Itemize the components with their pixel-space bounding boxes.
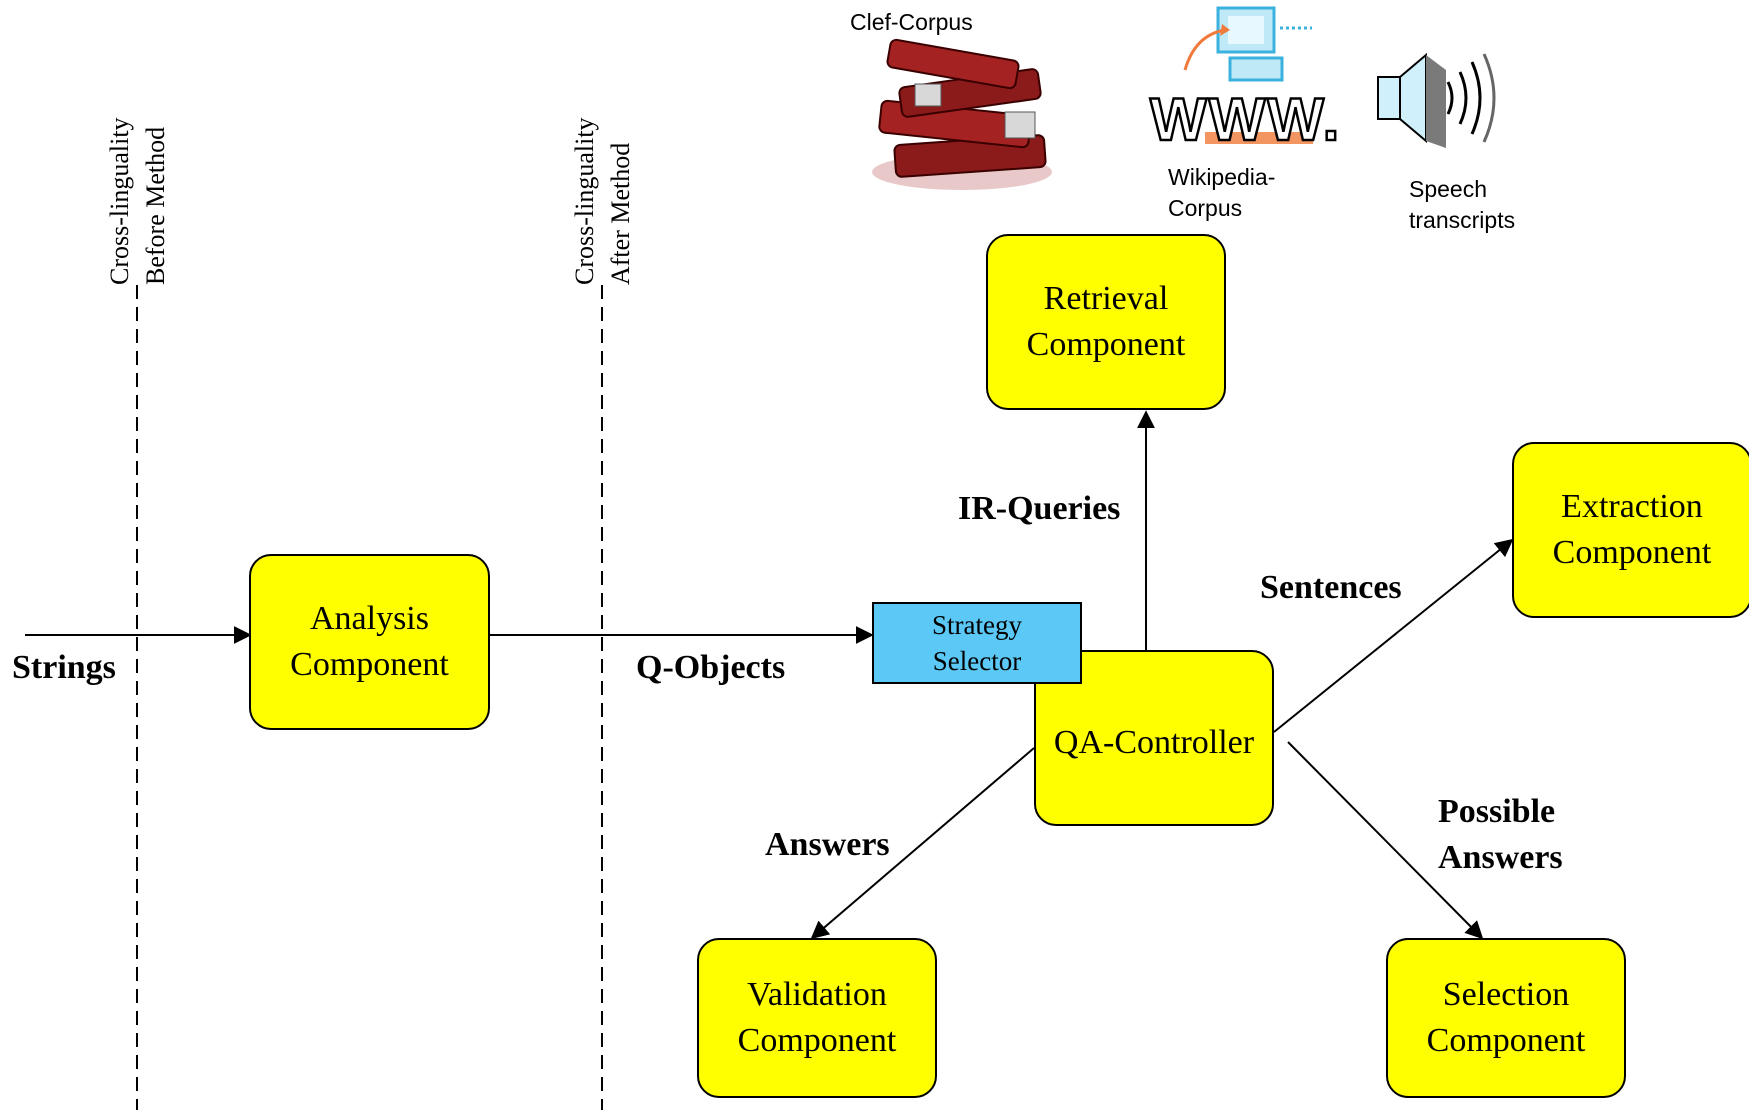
arrow-possible-answers <box>1287 741 1484 940</box>
possible-answers-line2: Answers <box>1438 839 1563 876</box>
clef-corpus-label: Clef-Corpus <box>850 9 973 35</box>
arrow-answers <box>810 747 1035 940</box>
edge-label-strings: Strings <box>12 649 116 686</box>
wikipedia-corpus-label: Wikipedia- Corpus <box>1168 162 1275 224</box>
selection-line1: Selection <box>1442 976 1570 1013</box>
qa-controller-label: QA-Controller <box>1053 724 1255 761</box>
validation-line1: Validation <box>747 976 887 1013</box>
selection-line2: Component <box>1426 1022 1586 1059</box>
edge-label-qobjects: Q-Objects <box>636 649 786 686</box>
extraction-line2: Component <box>1552 534 1712 571</box>
edge-label-sentences: Sentences <box>1260 569 1402 606</box>
retrieval-line2: Component <box>1026 326 1186 363</box>
speaker-icon <box>1377 52 1496 148</box>
speech-transcripts-line1: Speech <box>1409 176 1488 202</box>
validation-line2: Component <box>737 1022 897 1059</box>
strategy-line2: Selector <box>932 646 1022 676</box>
extraction-line1: Extraction <box>1561 488 1703 525</box>
analysis-line2: Component <box>290 646 449 683</box>
edge-label-possible-answers: Possible Answers <box>1438 789 1563 881</box>
boundary-before-line2: Before Method <box>141 126 170 285</box>
wikipedia-corpus-line1: Wikipedia- <box>1168 164 1276 190</box>
boundary-before-line1: Cross-linguality <box>105 117 134 285</box>
boundary-before-label: Cross-linguality Before Method <box>102 117 174 285</box>
speech-transcripts-line2: transcripts <box>1409 207 1516 233</box>
boundary-after-label: Cross-linguality After Method <box>567 117 639 285</box>
www-icon: WWW. <box>1149 6 1341 154</box>
boundary-after-line1: Cross-linguality <box>570 117 599 285</box>
svg-text:WWW.: WWW. <box>1150 86 1341 153</box>
book-stack-icon <box>872 38 1052 190</box>
wikipedia-corpus-line2: Corpus <box>1168 195 1243 221</box>
strategy-line1: Strategy <box>932 610 1022 640</box>
speech-transcripts-label: Speech transcripts <box>1409 174 1515 236</box>
boundary-after-line2: After Method <box>606 142 635 285</box>
analysis-line1: Analysis <box>309 600 429 637</box>
edge-label-irqueries: IR-Queries <box>958 490 1121 527</box>
retrieval-line1: Retrieval <box>1043 280 1169 317</box>
edge-label-answers: Answers <box>765 826 890 863</box>
arrow-sentences <box>1273 538 1514 733</box>
possible-answers-line1: Possible <box>1438 793 1556 830</box>
